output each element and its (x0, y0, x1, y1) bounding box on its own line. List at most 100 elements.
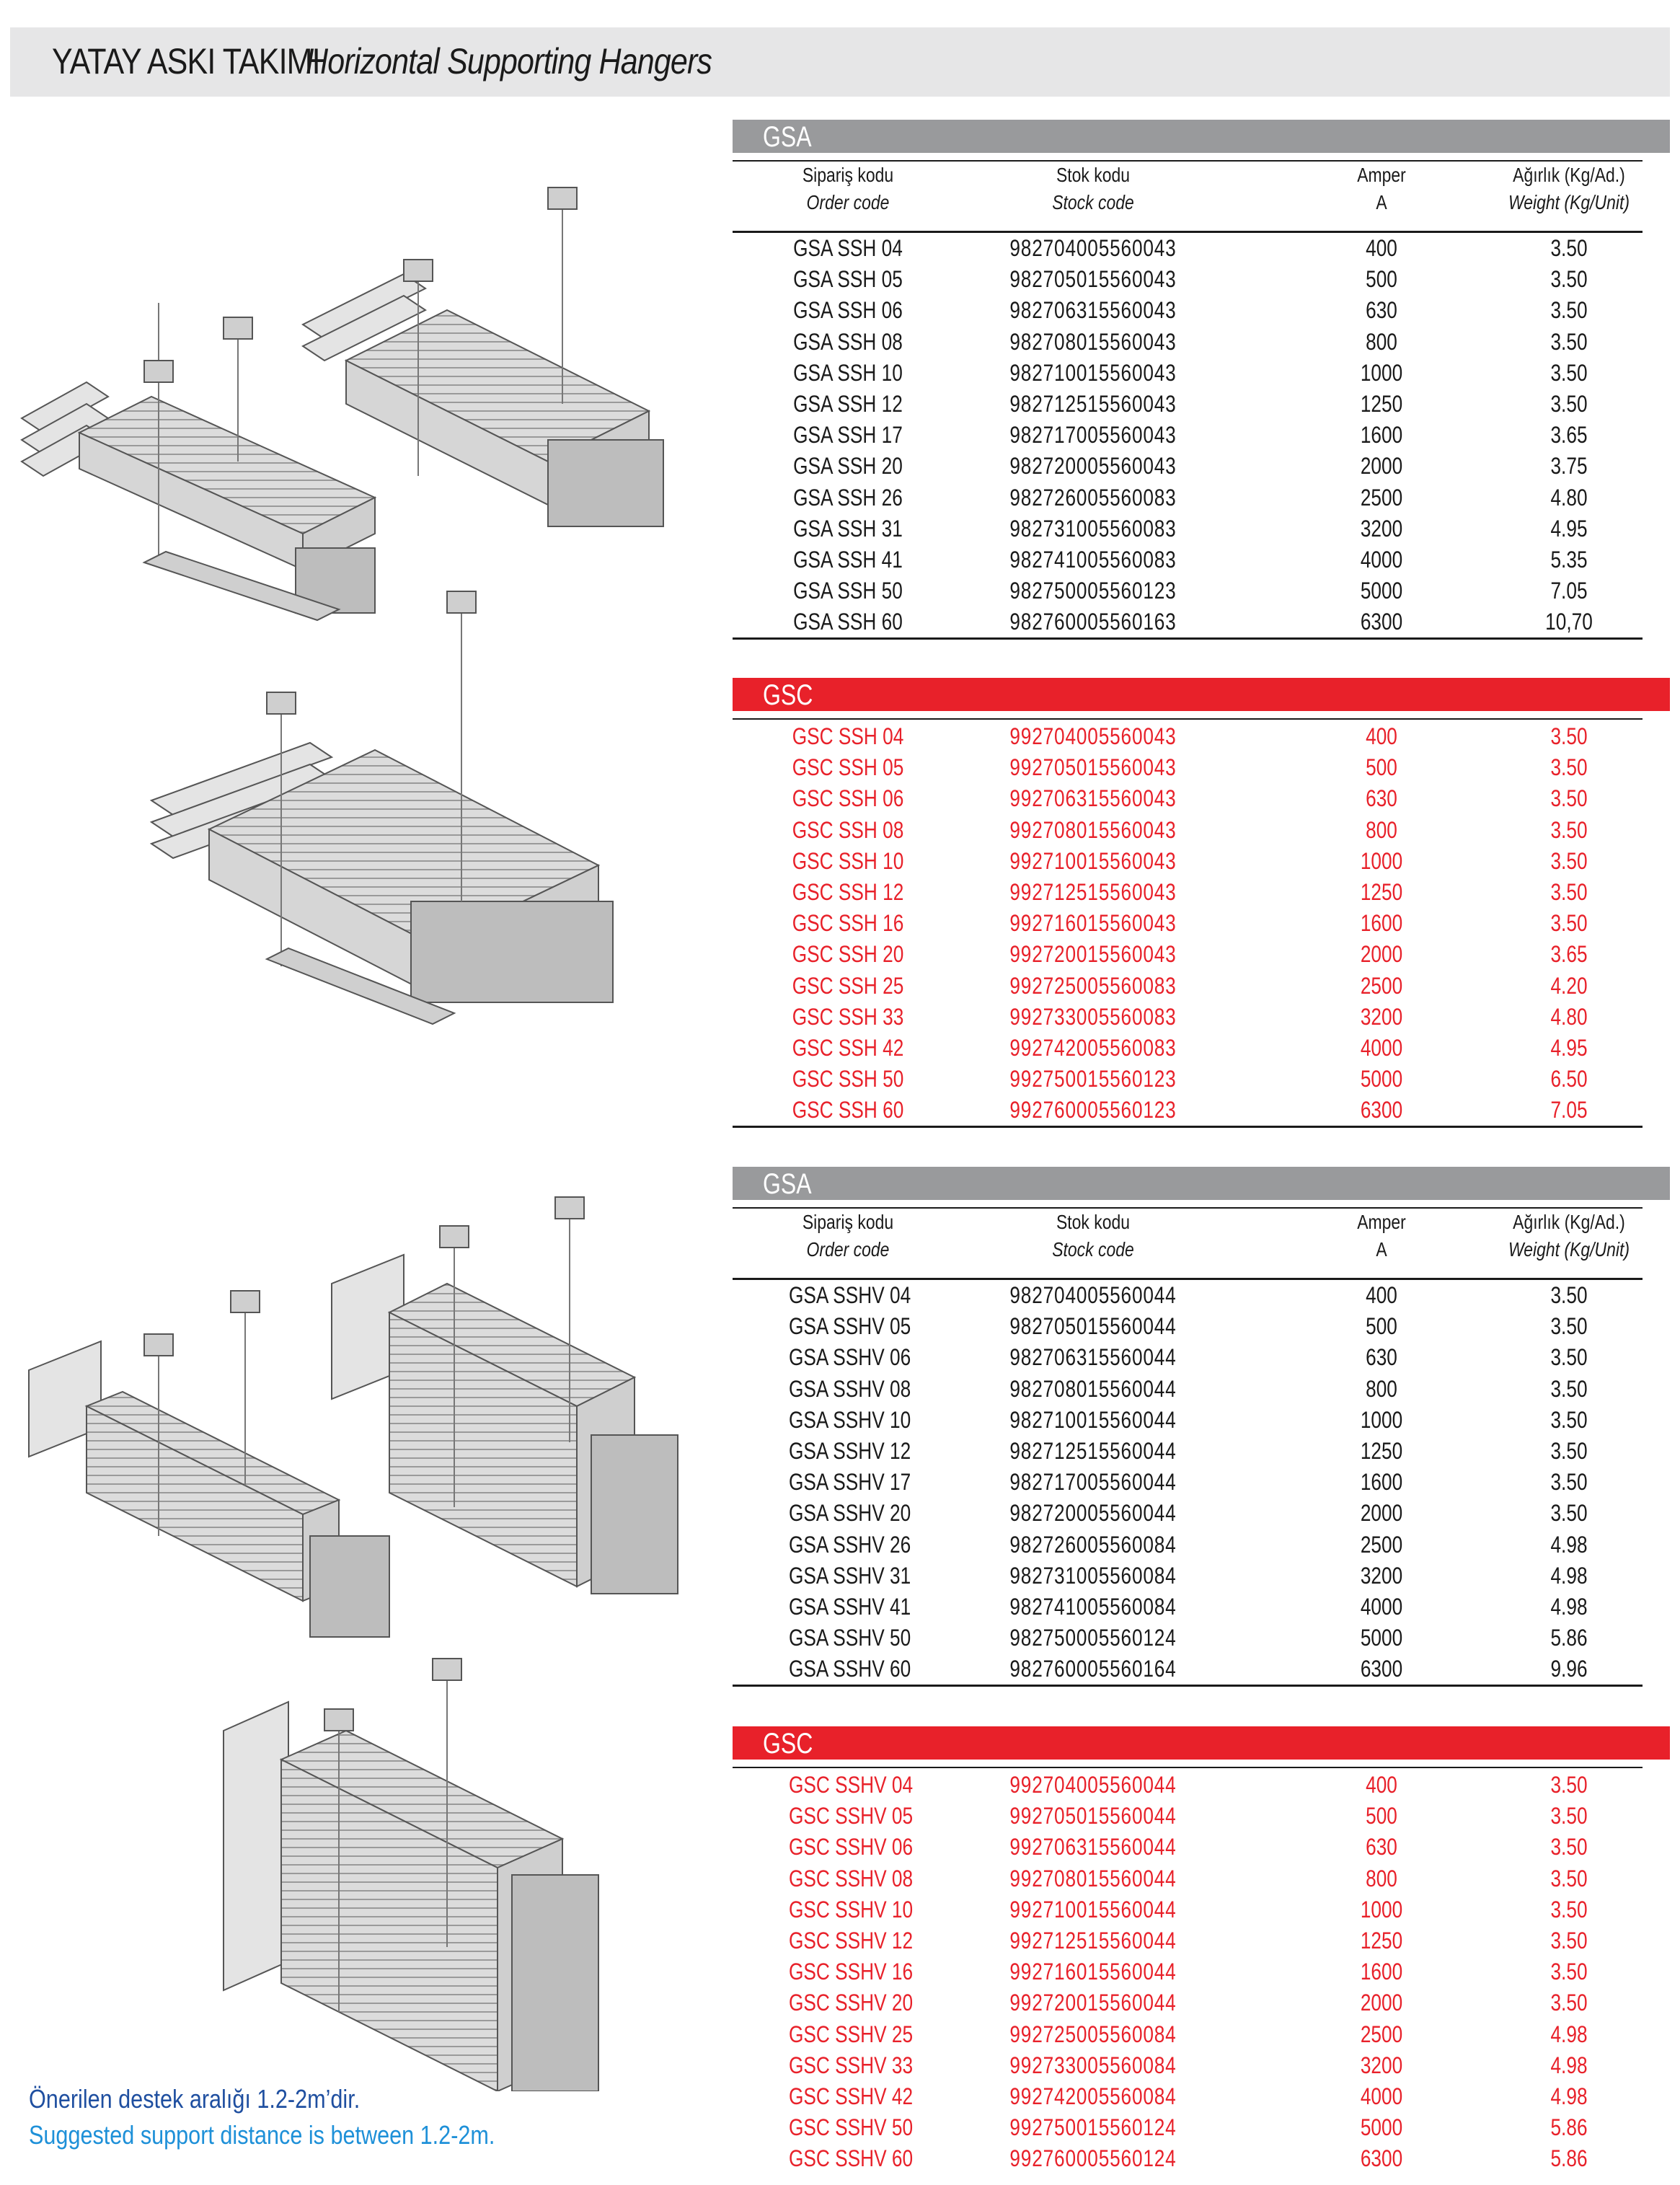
stock-code-cell: 982705015560044 (1009, 1313, 1177, 1340)
amper-cell: 630 (1366, 1344, 1397, 1371)
stock-code-cell: 992705015560043 (1009, 754, 1177, 781)
amper-cell: 3200 (1360, 515, 1403, 542)
stock-code-cell: 982712515560043 (1009, 390, 1177, 417)
amper-cell: 2500 (1360, 1531, 1403, 1558)
stock-code-cell: 992716015560044 (1009, 1959, 1177, 1985)
order-code-cell: GSA SSH 06 (793, 297, 903, 324)
section-header-bar: GSC (733, 678, 1670, 711)
order-code-cell: GSC SSHV 10 (789, 1896, 914, 1923)
order-code-cell: GSA SSH 05 (793, 266, 903, 293)
weight-cell: 10,70 (1545, 609, 1593, 635)
weight-cell: 3.50 (1550, 1437, 1588, 1464)
order-code-cell: GSC SSH 50 (792, 1066, 904, 1092)
weight-cell: 3.50 (1550, 878, 1588, 905)
amper-cell: 500 (1366, 754, 1397, 781)
order-code-cell: GSA SSH 12 (793, 390, 903, 417)
amper-cell: 630 (1366, 785, 1397, 812)
stock-code-cell: 992708015560043 (1009, 816, 1177, 843)
weight-cell: 3.50 (1550, 1313, 1588, 1340)
order-code-cell: GSC SSH 33 (792, 1003, 904, 1030)
weight-cell: 3.50 (1550, 1282, 1588, 1308)
amper-cell: 1000 (1360, 1406, 1403, 1433)
stock-code-cell: 992712515560044 (1009, 1927, 1177, 1954)
amper-cell: 1600 (1360, 1469, 1403, 1496)
stock-code-cell: 982706315560044 (1009, 1344, 1177, 1371)
weight-cell: 3.50 (1550, 847, 1588, 874)
amper-cell: 400 (1366, 1772, 1397, 1798)
stock-code-cell: 982726005560084 (1009, 1531, 1177, 1558)
weight-cell: 3.50 (1550, 390, 1588, 417)
amper-cell: 2000 (1360, 941, 1403, 968)
amper-cell: 6300 (1360, 609, 1403, 635)
amper-cell: 1000 (1360, 847, 1403, 874)
order-code-cell: GSC SSHV 20 (789, 1990, 914, 2016)
stock-code-cell: 982750005560123 (1009, 578, 1177, 604)
weight-cell: 4.95 (1550, 1034, 1588, 1061)
stock-code-cell: 992705015560044 (1009, 1803, 1177, 1829)
weight-cell: 5.86 (1550, 1625, 1588, 1651)
amper-cell: 2500 (1360, 972, 1403, 999)
weight-cell: 4.98 (1550, 1593, 1588, 1620)
amper-cell: 500 (1366, 1803, 1397, 1829)
amper-cell: 1600 (1360, 1959, 1403, 1985)
weight-cell: 4.98 (1550, 2083, 1588, 2109)
amper-cell: 5000 (1360, 578, 1403, 604)
stock-code-cell: 982731005560083 (1009, 515, 1177, 542)
table-end-rule (733, 1126, 1643, 1129)
table-end-rule (733, 1685, 1643, 1687)
order-code-cell: GSC SSH 42 (792, 1034, 904, 1061)
order-code-cell: GSC SSHV 50 (789, 2114, 914, 2141)
amper-cell: 1000 (1360, 1896, 1403, 1923)
stock-code-cell: 982726005560083 (1009, 484, 1177, 511)
stock-code-cell: 982731005560084 (1009, 1562, 1177, 1589)
divider (733, 1207, 1643, 1209)
amper-cell: 3200 (1360, 1562, 1403, 1589)
order-code-cell: GSC SSH 12 (792, 878, 904, 905)
support-distance-note-tr: Önerilen destek aralığı 1.2-2m’dir. (29, 2084, 361, 2114)
stock-code-cell: 992710015560043 (1009, 847, 1177, 874)
order-code-cell: GSA SSH 60 (793, 609, 903, 635)
order-code-cell: GSA SSH 10 (793, 359, 903, 386)
section-header-bar: GSA (733, 1167, 1670, 1200)
stock-code-cell: 982704005560044 (1009, 1282, 1177, 1308)
order-code-cell: GSC SSH 60 (792, 1097, 904, 1124)
order-code-cell: GSC SSH 04 (792, 723, 904, 749)
stock-code-cell: 992742005560084 (1009, 2083, 1177, 2109)
stock-code-cell: 992704005560044 (1009, 1772, 1177, 1798)
weight-cell: 3.50 (1550, 910, 1588, 937)
order-code-cell: GSA SSHV 17 (789, 1469, 911, 1496)
order-code-cell: GSC SSHV 12 (789, 1927, 914, 1954)
divider (733, 718, 1643, 720)
weight-cell: 3.50 (1550, 754, 1588, 781)
amper-cell: 1600 (1360, 422, 1403, 449)
amper-cell: 2000 (1360, 453, 1403, 480)
order-code-cell: GSA SSHV 20 (789, 1500, 911, 1527)
weight-cell: 3.50 (1550, 1834, 1588, 1860)
weight-cell: 3.50 (1550, 1406, 1588, 1433)
stock-code-cell: 982717005560044 (1009, 1469, 1177, 1496)
weight-cell: 4.98 (1550, 1531, 1588, 1558)
